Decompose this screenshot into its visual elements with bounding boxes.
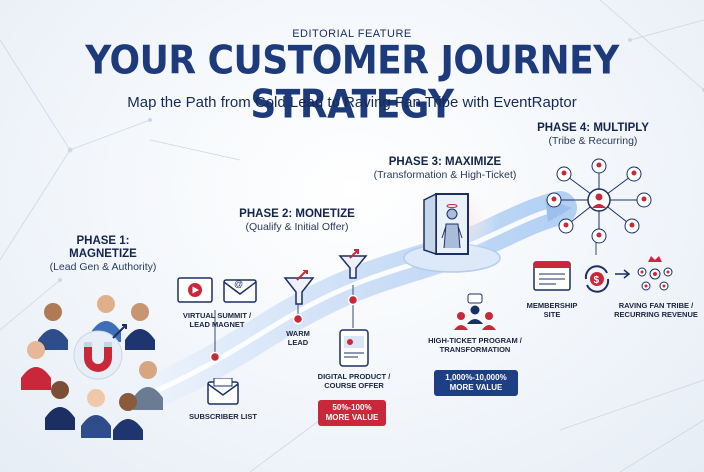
editorial-kicker: EDITORIAL FEATURE	[292, 28, 412, 40]
subscriber-list-label: SUBSCRIBER LIST	[189, 412, 257, 421]
svg-text:@: @	[234, 279, 243, 289]
high-ticket-label: HIGH-TICKET PROGRAM / TRANSFORMATION	[420, 336, 530, 354]
svg-text:$: $	[594, 275, 600, 286]
phase-4-heading: PHASE 4: MULTIPLY (Tribe & Recurring)	[528, 122, 658, 147]
tablet-course-icon	[339, 329, 369, 367]
maximize-badge-line2: MORE VALUE	[449, 383, 503, 392]
high-ticket-label-line1: HIGH-TICKET PROGRAM /	[428, 336, 522, 345]
phase-2-subtitle: (Qualify & Initial Offer)	[245, 221, 349, 233]
video-play-icon	[177, 277, 213, 303]
arrow-right-icon	[615, 269, 631, 279]
phase-4-title: PHASE 4: MULTIPLY	[537, 122, 649, 134]
page-subtitle: Map the Path from Cold Lead to Raving Fa…	[127, 94, 577, 111]
email-icon: @	[223, 279, 257, 303]
recurring-dollar-icon: $	[584, 265, 610, 293]
raving-fan-label: RAVING FAN TRIBE / RECURRING REVENUE	[608, 301, 704, 319]
portal-door-icon	[406, 186, 498, 258]
browser-membership-icon	[533, 261, 571, 291]
high-ticket-label-line2: TRANSFORMATION	[439, 345, 511, 354]
envelope-list-icon	[207, 378, 239, 405]
phase-2-heading: PHASE 2: MONETIZE (Qualify & Initial Off…	[232, 208, 362, 233]
funnel-icon	[283, 270, 315, 305]
membership-label: MEMBERSHIP SITE	[520, 301, 584, 319]
maximize-value-badge: 1,000%-10,000% MORE VALUE	[434, 370, 518, 396]
warm-lead-label-line2: LEAD	[287, 338, 309, 347]
page-title: YOUR CUSTOMER JOURNEY STRATEGY	[85, 38, 619, 128]
magnet-icon	[73, 324, 127, 380]
membership-label-line1: MEMBERSHIP	[526, 301, 578, 310]
digital-product-label-line2: COURSE OFFER	[324, 381, 384, 390]
warm-lead-label-line1: WARM	[286, 329, 310, 338]
phase-3-subtitle: (Transformation & High-Ticket)	[373, 169, 517, 181]
virtual-summit-label: VIRTUAL SUMMIT / LEAD MAGNET	[172, 311, 262, 329]
maximize-badge-line1: 1,000%-10,000%	[445, 373, 507, 382]
virtual-summit-label-line1: VIRTUAL SUMMIT /	[182, 311, 252, 320]
digital-product-label: DIGITAL PRODUCT / COURSE OFFER	[310, 372, 398, 390]
monetize-value-badge: 50%-100% MORE VALUE	[318, 400, 386, 426]
virtual-summit-icons: @	[177, 277, 257, 303]
digital-product-label-line1: DIGITAL PRODUCT /	[317, 372, 391, 381]
phase-1-heading: PHASE 1: MAGNETIZE (Lead Gen & Authority…	[48, 235, 158, 273]
phase-3-heading: PHASE 3: MAXIMIZE (Transformation & High…	[370, 156, 520, 181]
phase-4-subtitle: (Tribe & Recurring)	[548, 135, 638, 147]
growth-arrow-icon	[338, 249, 368, 279]
phase-1-title-line1: PHASE 1:	[76, 235, 130, 247]
network-tribe-icon	[546, 158, 652, 244]
raving-fan-label-line1: RAVING FAN TRIBE /	[618, 301, 694, 310]
crown-icon	[637, 256, 673, 291]
monetize-badge-line1: 50%-100%	[332, 403, 372, 412]
phase-3-title: PHASE 3: MAXIMIZE	[388, 156, 502, 168]
warm-lead-label: WARM LEAD	[272, 329, 324, 347]
phase-1-title-line2: MAGNETIZE	[69, 248, 137, 260]
phase-1-subtitle: (Lead Gen & Authority)	[49, 261, 157, 273]
phase-2-title: PHASE 2: MONETIZE	[239, 208, 355, 220]
monetize-badge-line2: MORE VALUE	[325, 413, 379, 422]
membership-label-line2: SITE	[543, 310, 561, 319]
group-chat-icon	[454, 293, 496, 330]
audience-crowd	[21, 295, 163, 440]
person-icon	[21, 295, 163, 440]
virtual-summit-label-line2: LEAD MAGNET	[189, 320, 245, 329]
raving-fan-label-line2: RECURRING REVENUE	[614, 310, 698, 319]
